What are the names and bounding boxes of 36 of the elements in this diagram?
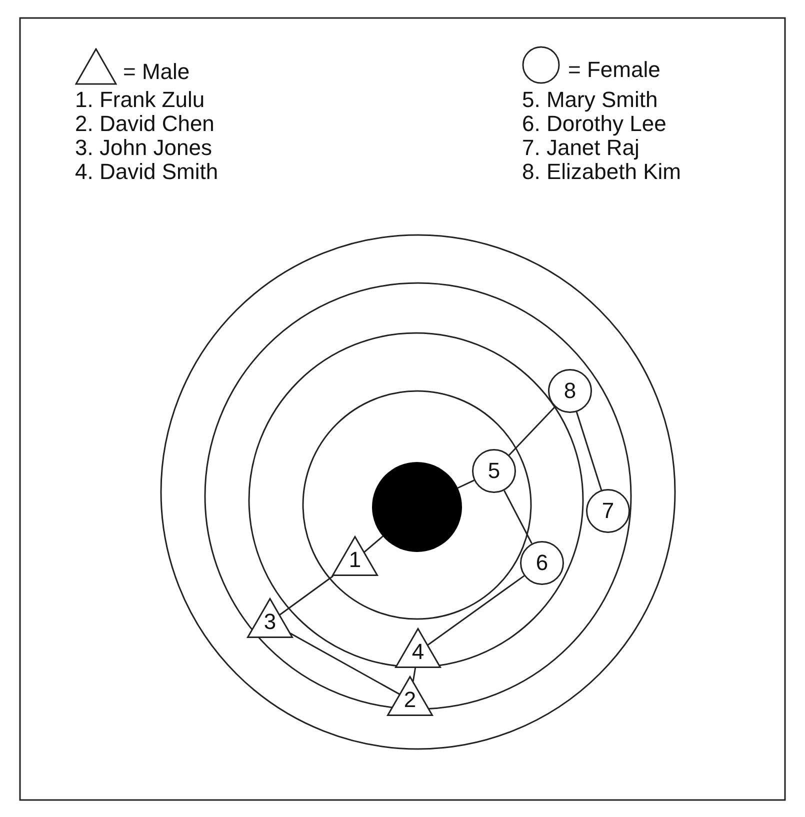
node-number: 1 [348, 549, 362, 571]
connector-line [576, 412, 602, 490]
name-list-item: 5. Mary Smith [522, 88, 658, 112]
female-circle [586, 489, 630, 533]
connector-line [508, 406, 556, 456]
name-list-item: 6. Dorothy Lee [522, 112, 666, 136]
male-triangle [332, 536, 378, 576]
node-number: 8 [562, 380, 578, 402]
female-circle [472, 449, 516, 493]
male-triangle [387, 676, 433, 716]
legend-label: = Male [123, 60, 190, 84]
name-list-item: 2. David Chen [75, 112, 214, 136]
node-number: 7 [600, 500, 616, 522]
connector-line [279, 575, 334, 616]
connector-line [427, 575, 525, 646]
name-list-item: 8. Elizabeth Kim [522, 160, 681, 184]
name-list-item: 3. John Jones [75, 136, 212, 160]
connector-line [290, 632, 400, 695]
connector-line [504, 490, 532, 544]
target-center-dot [372, 462, 462, 552]
node-number: 3 [262, 611, 278, 633]
male-triangle [247, 598, 293, 638]
connector-line [412, 668, 416, 682]
legend-label: = Female [568, 58, 660, 82]
female-circle [520, 541, 564, 585]
node-number: 5 [486, 460, 502, 482]
name-list-item: 1. Frank Zulu [75, 88, 205, 112]
name-list-item: 4. David Smith [75, 160, 218, 184]
female-circle [548, 369, 592, 413]
node-number: 4 [410, 641, 426, 663]
name-list-item: 7. Janet Raj [522, 136, 640, 160]
node-number: 2 [402, 689, 418, 711]
node-number: 6 [534, 552, 550, 574]
connector-line [364, 536, 384, 553]
male-triangle [395, 628, 441, 668]
connector-line [457, 480, 474, 489]
